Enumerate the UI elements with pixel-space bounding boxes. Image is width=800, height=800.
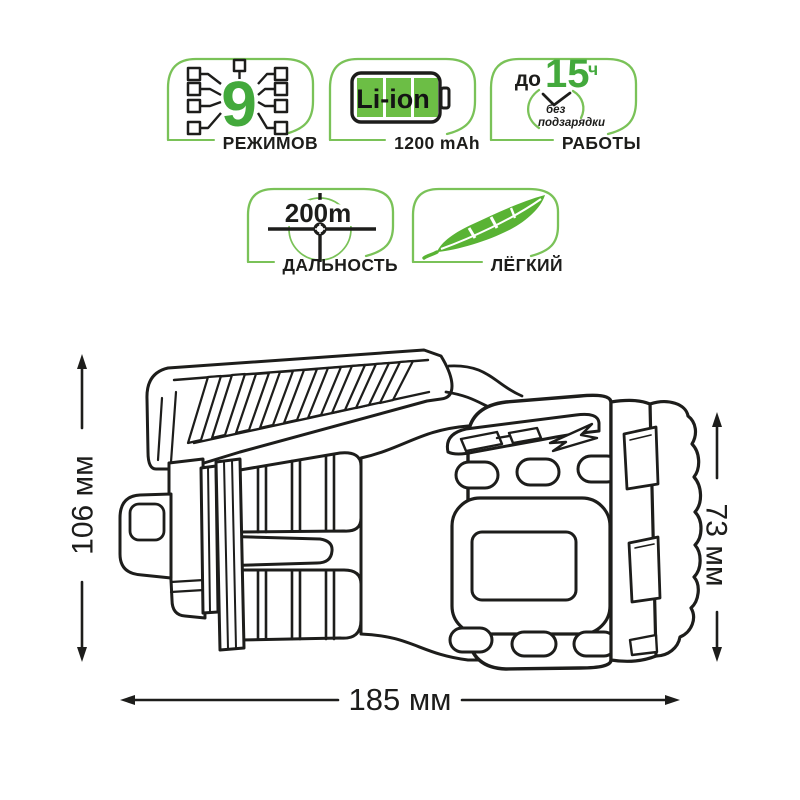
modes-count: 9 <box>221 68 257 140</box>
modes-label: РЕЖИМОВ <box>222 133 318 153</box>
runtime-unit: ч <box>588 59 598 79</box>
crosshair-icon: 200m <box>268 193 376 262</box>
badge-battery: Li-ion 1200 mAh <box>328 56 480 162</box>
clock-hands <box>541 91 572 107</box>
modes-icon: 9 <box>186 58 289 140</box>
badge-modes: 9 РЕЖИМОВ <box>166 56 318 162</box>
battery-caption-row: 1200 mAh <box>330 134 480 152</box>
runtime-caption-row: РАБОТЫ <box>491 134 641 152</box>
runtime-label: РАБОТЫ <box>561 133 641 153</box>
frame-bottom-line <box>330 139 387 142</box>
brand-arrow-logo <box>548 422 599 453</box>
frame-bottom-line <box>413 261 483 264</box>
badge-runtime: до 15 ч без подзарядки РАБОТЫ <box>489 56 641 162</box>
runtime-value: 15 <box>545 56 590 96</box>
bezel-cap <box>648 400 703 658</box>
frame-bottom-line <box>168 139 215 142</box>
badge-frame <box>246 187 395 264</box>
dimension-length-text: 185 мм <box>349 682 452 717</box>
dimension-head-height-text: 73 мм <box>700 504 733 587</box>
badge-frame <box>166 57 315 142</box>
bezel-ring <box>609 398 662 663</box>
badge-weight: ЛЁГКИЙ <box>411 186 563 282</box>
battery-icon: Li-ion <box>350 71 451 124</box>
flashlight-head <box>445 393 622 671</box>
dimension-height-text: 106 мм <box>67 455 100 555</box>
battery-type: Li-ion <box>356 84 429 114</box>
flashlight-handle <box>145 348 454 471</box>
battery-capacity: 1200 mAh <box>394 133 480 153</box>
grip-connector <box>214 534 334 568</box>
runtime-note1: без <box>546 104 566 116</box>
badge-frame <box>411 187 560 264</box>
frame-bottom-line <box>491 139 554 142</box>
badge-frame <box>489 57 638 142</box>
grip-bar-upper <box>238 451 363 534</box>
dimension-height-right: 73 мм <box>700 412 733 662</box>
range-caption-row: ДАЛЬНОСТЬ <box>248 256 398 274</box>
side-panel-window <box>470 530 578 602</box>
runtime-prefix: до <box>515 68 541 91</box>
dimension-height-left: 106 мм <box>67 354 100 662</box>
front-collar <box>199 457 246 652</box>
grip-bar-lower <box>238 568 363 642</box>
clock-icon: до 15 ч без подзарядки <box>515 56 605 130</box>
dimension-length: 185 мм <box>120 682 680 717</box>
range-label: ДАЛЬНОСТЬ <box>282 255 398 275</box>
power-switch <box>459 426 543 453</box>
handle-joint-line <box>447 364 524 398</box>
modes-caption-row: РЕЖИМОВ <box>168 134 318 152</box>
weight-caption-row: ЛЁГКИЙ <box>413 256 563 274</box>
badge-frame <box>328 57 477 142</box>
frame-bottom-line <box>248 261 275 264</box>
weight-label: ЛЁГКИЙ <box>490 255 563 275</box>
badge-range: 200m ДАЛЬНОСТЬ <box>246 186 398 282</box>
feather-icon <box>422 195 545 260</box>
front-bracket <box>118 457 207 620</box>
runtime-note2: подзарядки <box>538 117 605 129</box>
